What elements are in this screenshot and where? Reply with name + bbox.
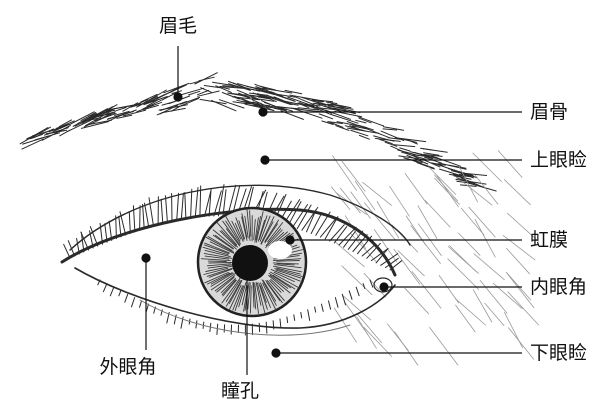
iris-dot	[286, 236, 294, 244]
eye-sketch	[20, 73, 539, 365]
label-iris: 虹膜	[530, 229, 568, 251]
label-outer-corner: 外眼角	[99, 356, 156, 378]
inner-corner-dot	[380, 283, 388, 291]
label-brow-bone: 眉骨	[530, 101, 568, 123]
lower-eyelid-dot	[272, 349, 280, 357]
label-upper-eyelid: 上眼睑	[530, 149, 587, 171]
label-pupil: 瞳孔	[221, 380, 259, 402]
eyebrow-dot	[174, 93, 182, 101]
outer-corner-dot	[142, 254, 150, 262]
label-inner-corner: 内眼角	[530, 276, 587, 298]
brow-bone-dot	[259, 108, 267, 116]
label-eyebrow: 眉毛	[159, 15, 197, 37]
leader-lines	[142, 46, 522, 375]
pupil-dot	[243, 261, 251, 269]
brow-bone-shading	[331, 151, 538, 366]
upper-eyelid-dot	[261, 156, 269, 164]
label-lower-eyelid: 下眼睑	[530, 342, 587, 364]
eyebrow-drawing	[20, 73, 496, 191]
